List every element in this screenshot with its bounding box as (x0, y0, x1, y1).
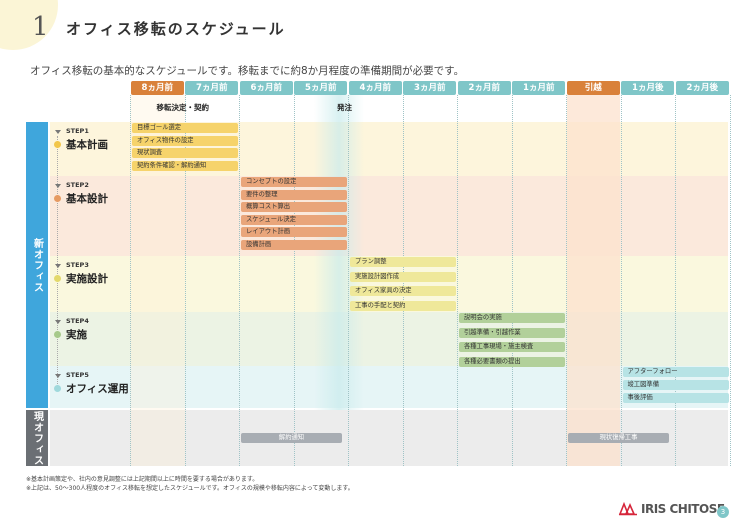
task-bar: 工事の手配と契約 (350, 300, 456, 311)
task-bar: 現状調査 (132, 148, 238, 158)
page-number-badge: 3 (717, 506, 729, 518)
month-header: 1ヵ月後 (621, 81, 675, 95)
title-decoration-circle (0, 0, 58, 50)
column-divider (130, 95, 131, 466)
task-bar: 概算コスト算出 (241, 202, 347, 212)
month-header: 5ヵ月前 (294, 81, 348, 95)
task-bar: オフィス物件の設定 (132, 135, 238, 146)
step-arrow-icon (55, 184, 61, 188)
step-arrow-icon (55, 130, 61, 134)
column-highlight-moving (567, 95, 620, 466)
month-header: 4ヵ月前 (348, 81, 402, 95)
month-header: 3ヵ月前 (403, 81, 457, 95)
task-bar: レイアウト計画 (241, 227, 347, 237)
step-arrow-icon (55, 320, 61, 324)
column-divider (293, 95, 295, 466)
column-divider (675, 95, 676, 466)
sidebar-new-office: 新オフィス (26, 122, 48, 408)
task-bar: オフィス家具の決定 (350, 286, 456, 296)
column-divider (184, 95, 186, 466)
step-number: STEP4 (66, 317, 89, 325)
month-header: 2ヵ月後 (675, 81, 729, 95)
column-divider (511, 95, 513, 466)
milestone-label: 発注 (337, 103, 352, 112)
month-header: 1ヵ月前 (512, 81, 566, 95)
milestone-label: 移転決定・契約 (156, 103, 210, 112)
step-name: 実施設計 (66, 273, 108, 285)
month-header: 引越 (566, 81, 620, 95)
task-bar: アフターフォロー (622, 367, 729, 377)
column-divider (566, 95, 567, 466)
step-number: STEP3 (66, 261, 89, 269)
footnote-1: ※基本計画策定や、社内の意見調整には上記期間以上に時間を要する場合があります。 (26, 476, 259, 483)
step-arrow-icon (55, 374, 61, 378)
task-bar: 竣工図準備 (622, 380, 729, 390)
step-name: 基本計画 (66, 139, 108, 151)
task-bar: 設備計画 (241, 239, 347, 250)
task-bar: 各種必要書類の提出 (459, 356, 565, 367)
step-number: STEP1 (66, 127, 89, 135)
task-bar: 実施設計図作成 (350, 271, 456, 282)
column-divider (239, 95, 240, 466)
current-office-task: 現状復帰工事 (568, 433, 669, 443)
step-connector-line (57, 136, 58, 388)
task-bar: 事後評価 (622, 393, 729, 403)
step-number: STEP2 (66, 181, 89, 189)
current-office-task: 解約通知 (241, 433, 342, 443)
month-header: 7ヵ月前 (185, 81, 239, 95)
column-divider (620, 95, 622, 466)
step-name: オフィス運用 (66, 383, 129, 395)
column-divider (457, 95, 458, 466)
month-header: 2ヵ月前 (457, 81, 511, 95)
step-dot-icon (54, 195, 61, 202)
task-bar: 説明会の実施 (459, 313, 565, 323)
iris-logo-icon (618, 502, 637, 516)
task-bar: コンセプトの設定 (241, 177, 347, 187)
step-dot-icon (54, 275, 61, 282)
step-name: 実施 (66, 329, 87, 341)
step-name: 基本設計 (66, 193, 108, 205)
footnote-2: ※上記は、50〜300人程度のオフィス移転を想定したスケジュールです。オフィスの… (26, 485, 354, 492)
step-dot-icon (54, 331, 61, 338)
column-highlight-order (313, 95, 364, 410)
step-number: STEP5 (66, 371, 89, 379)
task-bar: 要件の整理 (241, 189, 347, 200)
column-divider (348, 95, 349, 466)
task-bar: 引越準備・引越作業 (459, 327, 565, 338)
sidebar-current-office: 現オフィス (26, 410, 48, 466)
brand-logo: IRIS CHITOSE (618, 502, 725, 516)
task-bar: 各種工事現場・施主検査 (459, 342, 565, 352)
task-bar: 契約条件確認・解約通知 (132, 160, 238, 171)
column-divider (729, 95, 731, 466)
month-header: 6ヵ月前 (239, 81, 293, 95)
page-title: オフィス移転のスケジュール (66, 20, 286, 38)
month-header: 8ヵ月前 (130, 81, 184, 95)
step-dot-icon (54, 141, 61, 148)
section-number: 1 (32, 12, 49, 42)
task-bar: 目標ゴール選定 (132, 123, 238, 133)
page-subtitle: オフィス移転の基本的なスケジュールです。移転までに約8か月程度の準備期間が必要で… (30, 65, 465, 77)
brand-name: IRIS CHITOSE (641, 502, 725, 516)
step-dot-icon (54, 385, 61, 392)
step-arrow-icon (55, 264, 61, 268)
task-bar: プラン調整 (350, 257, 456, 267)
task-bar: スケジュール決定 (241, 214, 347, 225)
